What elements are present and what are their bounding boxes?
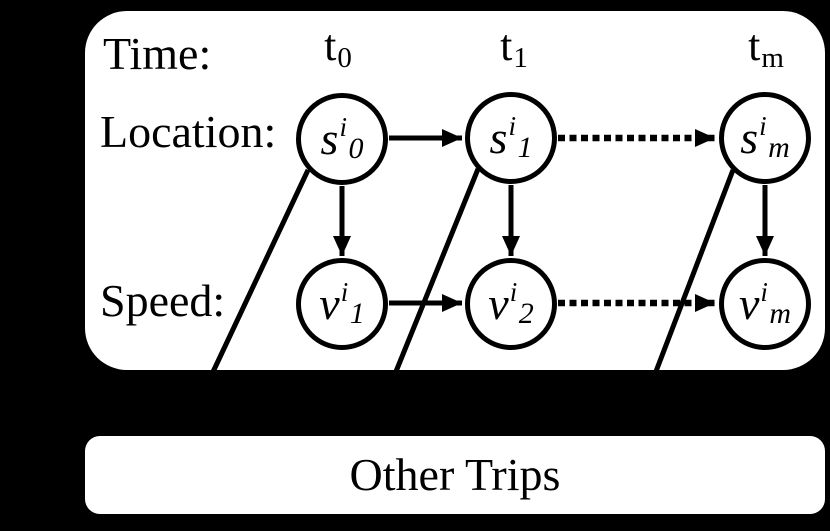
time-tick-sub: 0: [337, 42, 352, 74]
node-superscript: i: [509, 277, 518, 307]
node-superscript: i: [759, 111, 767, 141]
node-subscript: 1: [517, 131, 533, 164]
time-row-label: Time:: [103, 28, 212, 79]
location-row-label: Location:: [100, 106, 277, 157]
node-superscript: i: [339, 112, 347, 142]
node-base: s: [320, 113, 339, 164]
node-base: v: [738, 278, 760, 329]
node-base: v: [319, 278, 340, 329]
time-tick-t0: t0: [324, 24, 352, 73]
node-base: s: [489, 112, 508, 163]
time-tick-t1: t1: [500, 24, 528, 73]
time-tick-sub: m: [761, 42, 784, 74]
node-subscript: m: [769, 297, 792, 330]
node-base: s: [740, 112, 759, 163]
node-superscript: i: [760, 277, 768, 307]
node-superscript: i: [508, 111, 516, 141]
other-trips-label: Other Trips: [349, 449, 561, 500]
node-base: v: [488, 278, 509, 329]
node-subscript: 0: [348, 132, 364, 165]
node-subscript: 2: [518, 297, 534, 330]
time-tick-sub: 1: [513, 42, 528, 74]
time-tick-tm: tm: [748, 24, 784, 73]
time-tick-base: t: [748, 21, 761, 70]
speed-row-label: Speed:: [100, 275, 226, 326]
other-trips-plate: Other Trips: [85, 436, 825, 514]
node-subscript: 1: [349, 297, 365, 330]
time-tick-base: t: [324, 21, 337, 70]
time-tick-base: t: [500, 21, 513, 70]
node-subscript: m: [768, 131, 790, 164]
node-superscript: i: [340, 277, 349, 307]
